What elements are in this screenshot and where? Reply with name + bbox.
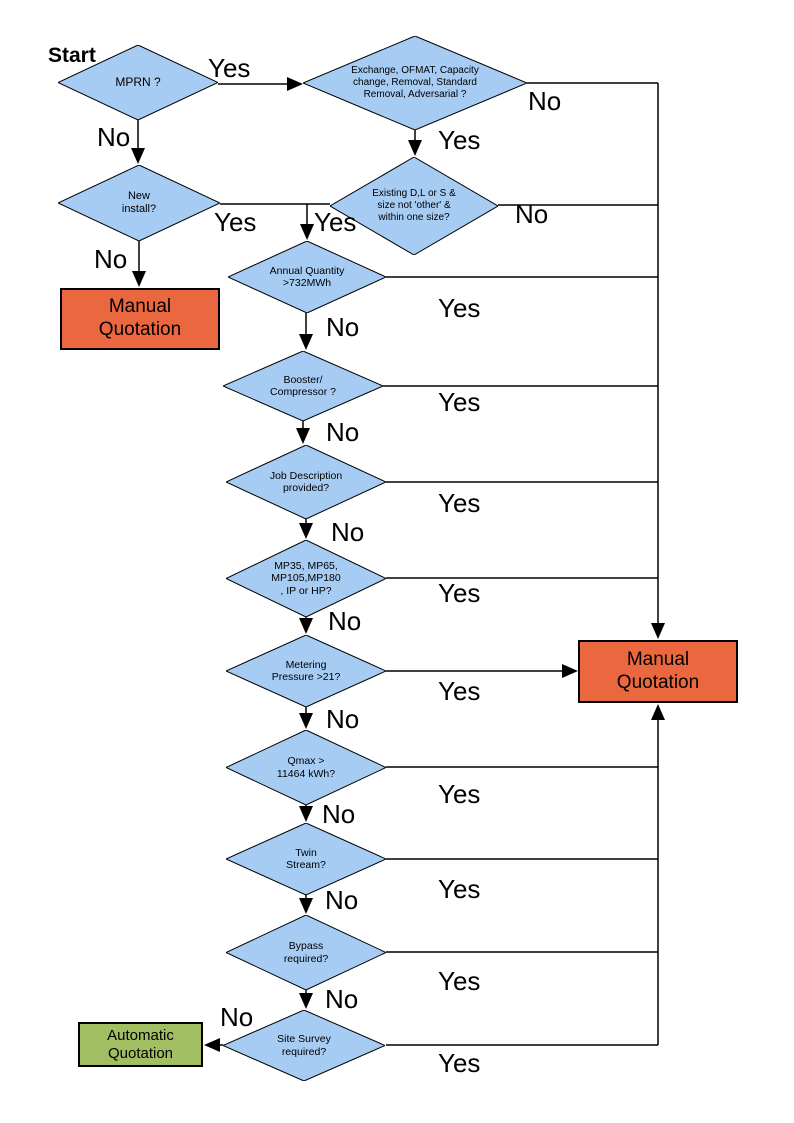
node-label: Manual Quotation	[98, 296, 182, 340]
node-label: Twin Stream?	[286, 846, 326, 871]
edge-label-no-job: No	[331, 517, 365, 547]
decision-new-install: New install?	[58, 165, 220, 241]
diamond-shape	[226, 730, 386, 805]
node-label: Existing D,L or S & size not 'other' & w…	[372, 188, 456, 223]
terminal-manual-quotation-right: Manual Quotation	[578, 640, 738, 703]
edge-label-no-site: No	[220, 1002, 254, 1032]
node-label: Manual Quotation	[616, 648, 700, 693]
node-label: Booster/ Compressor ?	[270, 373, 336, 398]
decision-existing-size: Existing D,L or S & size not 'other' & w…	[330, 157, 498, 255]
node-label: New install?	[121, 190, 157, 215]
node-label: MPRN ?	[115, 75, 161, 90]
edge-label-no-mp35: No	[328, 606, 362, 636]
edge-label-yes-qmax: Yes	[438, 779, 481, 809]
edge-label-yes-annual: Yes	[438, 293, 481, 323]
edge-label-yes-exchange: Yes	[438, 125, 481, 155]
start-label: Start	[48, 44, 96, 67]
edge-label-yes-site: Yes	[438, 1048, 481, 1078]
terminal-manual-quotation-left: Manual Quotation	[60, 288, 220, 350]
diamond-shape	[58, 45, 218, 120]
edge-label-yes-bypass: Yes	[438, 966, 481, 996]
edge-label-yes-job: Yes	[438, 488, 481, 518]
edge-label-no-existing: No	[515, 199, 549, 229]
edge-label-no-annual: No	[326, 312, 360, 342]
decision-site-survey: Site Survey required?	[223, 1010, 385, 1081]
decision-bypass: Bypass required?	[226, 915, 386, 990]
diamond-shape	[226, 540, 386, 617]
decision-qmax: Qmax > 11464 kWh?	[226, 730, 386, 805]
edge-label-yes-mprn: Yes	[208, 53, 251, 83]
decision-mprn: MPRN ?	[58, 45, 218, 120]
edge-label-yes-metering: Yes	[438, 676, 481, 706]
decision-metering-pressure: Metering Pressure >21?	[226, 635, 386, 707]
edge-label-yes-twin: Yes	[438, 874, 481, 904]
edge-label-no-new-install: No	[94, 244, 128, 274]
node-label: Exchange, OFMAT, Capacity change, Remova…	[351, 65, 479, 100]
node-label: Annual Quantity >732MWh	[269, 264, 345, 289]
diamond-shape	[226, 823, 386, 895]
edge-label-no-mprn: No	[97, 122, 131, 152]
edge-label-yes-mp35: Yes	[438, 578, 481, 608]
diamond-shape	[223, 1010, 385, 1081]
decision-twin-stream: Twin Stream?	[226, 823, 386, 895]
diamond-shape	[226, 915, 386, 990]
edge-label-no-qmax: No	[322, 799, 356, 829]
decision-exchange: Exchange, OFMAT, Capacity change, Remova…	[303, 36, 527, 130]
node-label: Bypass required?	[283, 940, 329, 965]
node-label: Job Description provided?	[269, 469, 343, 494]
edge-label-no-twin: No	[325, 885, 359, 915]
diamond-shape	[223, 351, 383, 421]
decision-annual-quantity: Annual Quantity >732MWh	[228, 241, 386, 313]
diamond-shape	[228, 241, 386, 313]
edge-label-no-exchange: No	[528, 86, 562, 116]
edge-label-no-bypass: No	[325, 984, 359, 1014]
edge-label-no-booster: No	[326, 417, 360, 447]
diamond-shape	[303, 36, 527, 130]
node-label: Automatic Quotation	[107, 1026, 174, 1062]
node-label: Metering Pressure >21?	[271, 658, 341, 683]
terminal-automatic-quotation: Automatic Quotation	[78, 1022, 203, 1067]
node-label: Qmax > 11464 kWh?	[276, 755, 336, 780]
edge-label-yes-existing: Yes	[314, 207, 357, 237]
node-label: Site Survey required?	[277, 1033, 331, 1058]
decision-booster-compressor: Booster/ Compressor ?	[223, 351, 383, 421]
edge-label-yes-new-install: Yes	[214, 207, 257, 237]
node-label: MP35, MP65, MP105,MP180, IP or HP?	[271, 559, 341, 597]
edge-label-no-metering: No	[326, 704, 360, 734]
decision-job-description: Job Description provided?	[226, 445, 386, 519]
edge-label-yes-booster: Yes	[438, 387, 481, 417]
diamond-shape	[226, 445, 386, 519]
decision-mp-pressure-tier: MP35, MP65, MP105,MP180, IP or HP?	[226, 540, 386, 617]
diamond-shape	[226, 635, 386, 707]
diamond-shape	[330, 157, 498, 255]
diamond-shape	[58, 165, 220, 241]
